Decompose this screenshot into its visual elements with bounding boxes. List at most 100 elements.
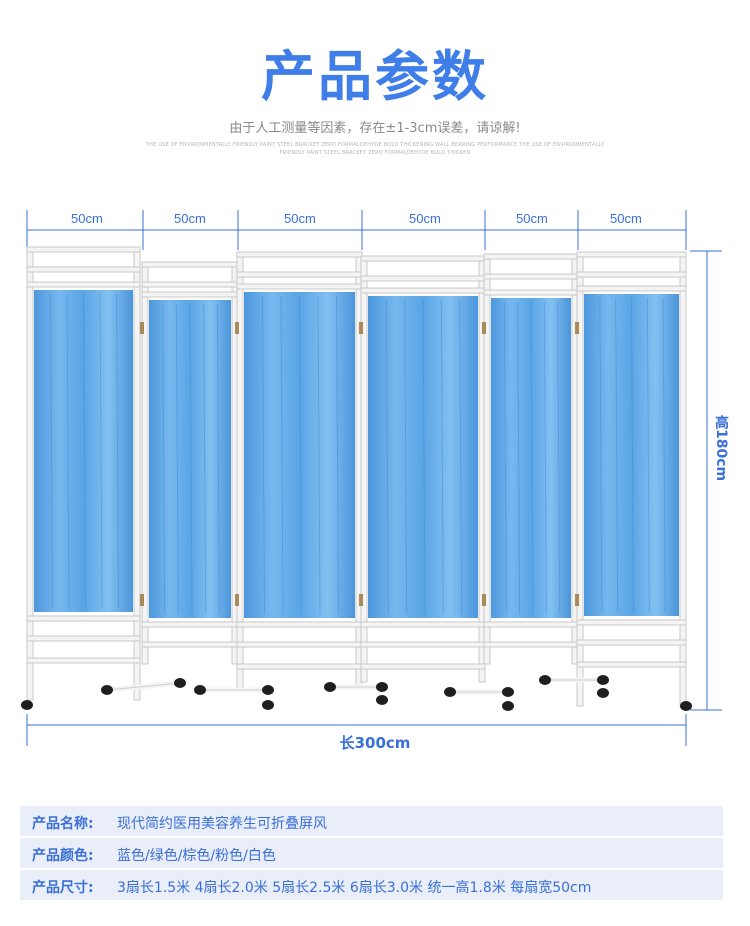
frame-rail	[236, 663, 363, 670]
frame-rail	[360, 663, 486, 670]
curtain-fabric	[368, 296, 478, 618]
caster-base-edge	[106, 682, 181, 691]
curtain-fold	[175, 303, 179, 615]
screen-panels	[21, 246, 692, 711]
hinge	[140, 594, 144, 606]
frame-rail	[483, 253, 579, 260]
curtain-fold	[440, 299, 444, 615]
curtain-fold	[631, 297, 634, 613]
curtain-fold	[543, 301, 547, 615]
spec-value: 现代简约医用美容养生可折叠屏风	[117, 816, 327, 832]
curtain-fold	[336, 295, 339, 615]
curtain-fold	[557, 301, 561, 615]
frame-rail	[483, 621, 579, 628]
frame-rail	[576, 639, 687, 646]
frame-rail	[141, 621, 239, 628]
caster-wheel	[376, 695, 388, 705]
frame-rail	[26, 281, 141, 288]
caster-wheel	[539, 675, 551, 685]
curtain-fabric	[34, 290, 133, 612]
frame-rail	[141, 291, 239, 298]
panel-width-label-6: 50cm	[610, 211, 642, 226]
curtain-fold	[404, 299, 408, 615]
page-title: 产品参数	[261, 45, 489, 108]
spec-row-size: 产品尺寸: 3扇长1.5米 4扇长2.0米 5扇长2.5米 6扇长3.0米 统一…	[20, 869, 723, 900]
frame-rail	[26, 635, 141, 642]
curtain-fold	[422, 299, 426, 615]
frame-rail	[483, 641, 579, 648]
caster-wheel	[174, 678, 186, 688]
curtain-fabric	[244, 292, 355, 618]
curtain-fold	[162, 303, 166, 615]
fine-print-line-1: THE USE OF ENVIRONMENTALLY FRIENDLY PAIN…	[145, 142, 605, 148]
hinge	[482, 322, 486, 334]
curtain-fold	[646, 297, 650, 613]
caster-wheel	[376, 682, 388, 692]
spec-label: 产品名称:	[32, 816, 94, 832]
frame-rail	[236, 641, 363, 648]
frame-rail	[26, 615, 141, 622]
curtain-fold	[262, 295, 265, 615]
curtain-fold	[599, 297, 603, 613]
caster-wheel	[597, 675, 609, 685]
caster-wheel	[680, 701, 692, 711]
frame-rail	[360, 641, 486, 648]
curtain-fold	[317, 295, 321, 615]
frame-rail	[576, 251, 687, 258]
caster-wheel	[502, 701, 514, 711]
frame-rail	[26, 657, 141, 664]
curtain-fold	[517, 301, 521, 615]
frame-rail	[26, 266, 141, 273]
hinge	[140, 322, 144, 334]
panel-width-label-3: 50cm	[284, 211, 316, 226]
curtain-fold	[299, 295, 302, 615]
length-label: 长300cm	[339, 734, 411, 752]
caster-wheel	[262, 700, 274, 710]
caster-wheel	[444, 687, 456, 697]
frame-post	[360, 255, 368, 683]
frame-rail	[576, 661, 687, 668]
frame-post	[26, 246, 34, 701]
curtain-fold	[66, 293, 70, 609]
caster-wheel	[194, 685, 206, 695]
panel-width-label-2: 50cm	[174, 211, 206, 226]
frame-rail	[576, 285, 687, 292]
fine-print-line-2: FRIENDLY PAINT STEEL BRACKET ZERO FORMAL…	[279, 150, 471, 156]
curtain-fold	[216, 303, 220, 615]
curtain-fold	[50, 293, 53, 609]
frame-rail	[236, 271, 363, 278]
panel-width-label-1: 50cm	[71, 211, 103, 226]
curtain-fold	[662, 297, 666, 613]
panel-width-label-4: 50cm	[409, 211, 441, 226]
spec-label: 产品尺寸:	[32, 880, 94, 896]
frame-rail	[141, 261, 239, 268]
curtain-fabric	[491, 298, 571, 618]
measurement-note: 由于人工测量等因素，存在±1-3cm误差，请谅解!	[229, 121, 521, 136]
spec-value: 蓝色/绿色/棕色/粉色/白色	[117, 848, 276, 864]
folding-medical-screen-photo	[21, 210, 722, 746]
curtain-fold	[385, 299, 389, 615]
curtain-fold	[503, 301, 507, 615]
caster-wheel	[324, 682, 336, 692]
caster-wheel	[262, 685, 274, 695]
height-label: 高180cm	[713, 415, 729, 482]
frame-rail	[576, 619, 687, 626]
curtain-fold	[615, 297, 619, 613]
curtain-fold	[530, 301, 534, 615]
caster-wheel	[597, 688, 609, 698]
curtain-fold	[116, 293, 119, 609]
hinge	[359, 322, 363, 334]
spec-label: 产品颜色:	[32, 848, 94, 864]
frame-rail	[576, 271, 687, 278]
curtain-fabric	[584, 294, 679, 616]
frame-rail	[236, 621, 363, 628]
frame-post	[133, 246, 141, 701]
curtain-fold	[203, 303, 207, 615]
caster-wheel	[502, 687, 514, 697]
frame-rail	[483, 273, 579, 280]
frame-rail	[483, 289, 579, 296]
hinge	[235, 322, 239, 334]
panel-width-label-5: 50cm	[516, 211, 548, 226]
hinge	[482, 594, 486, 606]
frame-rail	[236, 283, 363, 290]
